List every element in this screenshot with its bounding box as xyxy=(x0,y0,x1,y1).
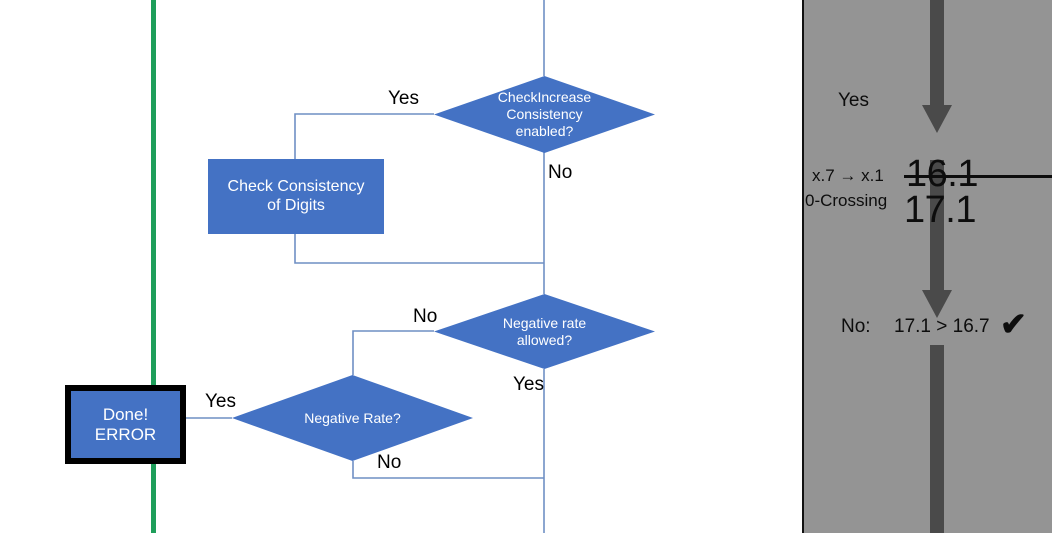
edge-label-negative-rate-yes: Yes xyxy=(205,391,236,412)
down-arrow-top xyxy=(922,0,952,133)
edge-label-negative-rate-no: No xyxy=(377,452,402,473)
panel-annotation-line2: 0-Crossing xyxy=(805,191,888,210)
node-label-line2: of Digits xyxy=(267,196,325,214)
connector-negrate-no-loop xyxy=(352,461,544,479)
node-negative-rate-allowed[interactable]: Negative rate allowed? xyxy=(434,294,655,369)
green-marker-line xyxy=(151,0,156,533)
node-label: Done! ERROR xyxy=(95,405,156,444)
node-label-line2: ERROR xyxy=(94,424,157,444)
connector-negrate-no xyxy=(352,330,434,375)
panel-comparison: 17.1 > 16.7 xyxy=(894,316,990,337)
down-arrow-middle xyxy=(922,160,952,318)
edge-label-check-increase-yes: Yes xyxy=(388,88,419,109)
annotation-panel: Yes x.7 → x.1 0-Crossing 16.1 17.1 No: 1… xyxy=(802,0,1052,533)
edge-label-negative-rate-allowed-yes: Yes xyxy=(513,374,544,395)
panel-annotation-line1: x.7 → x.1 xyxy=(812,166,884,185)
panel-value-current: 17.1 xyxy=(904,189,976,231)
node-label-line1: Check Consistency xyxy=(227,177,365,195)
diamond-shape xyxy=(232,375,473,461)
panel-decision-label: No: xyxy=(841,316,871,337)
panel-arrows xyxy=(922,0,952,533)
diamond-shape xyxy=(434,294,655,369)
node-label-line1: Done! xyxy=(102,404,149,424)
panel-top-label: Yes xyxy=(838,90,869,111)
panel-value-struck: 16.1 xyxy=(904,155,1052,193)
node-negative-rate[interactable]: Negative Rate? xyxy=(232,375,473,461)
node-check-consistency-of-digits[interactable]: Check Consistency of Digits xyxy=(208,159,384,234)
edge-label-check-increase-no: No xyxy=(548,162,573,183)
diamond-shape xyxy=(434,76,655,153)
edge-label-negative-rate-allowed-no: No xyxy=(413,306,438,327)
node-label: Check Consistency of Digits xyxy=(228,178,365,215)
node-check-increase-consistency[interactable]: CheckIncrease Consistency enabled? xyxy=(434,76,655,153)
down-arrow-bottom-shaft xyxy=(930,345,944,533)
node-done-error[interactable]: Done! ERROR xyxy=(65,385,186,464)
check-mark-icon: ✔ xyxy=(1000,306,1027,342)
